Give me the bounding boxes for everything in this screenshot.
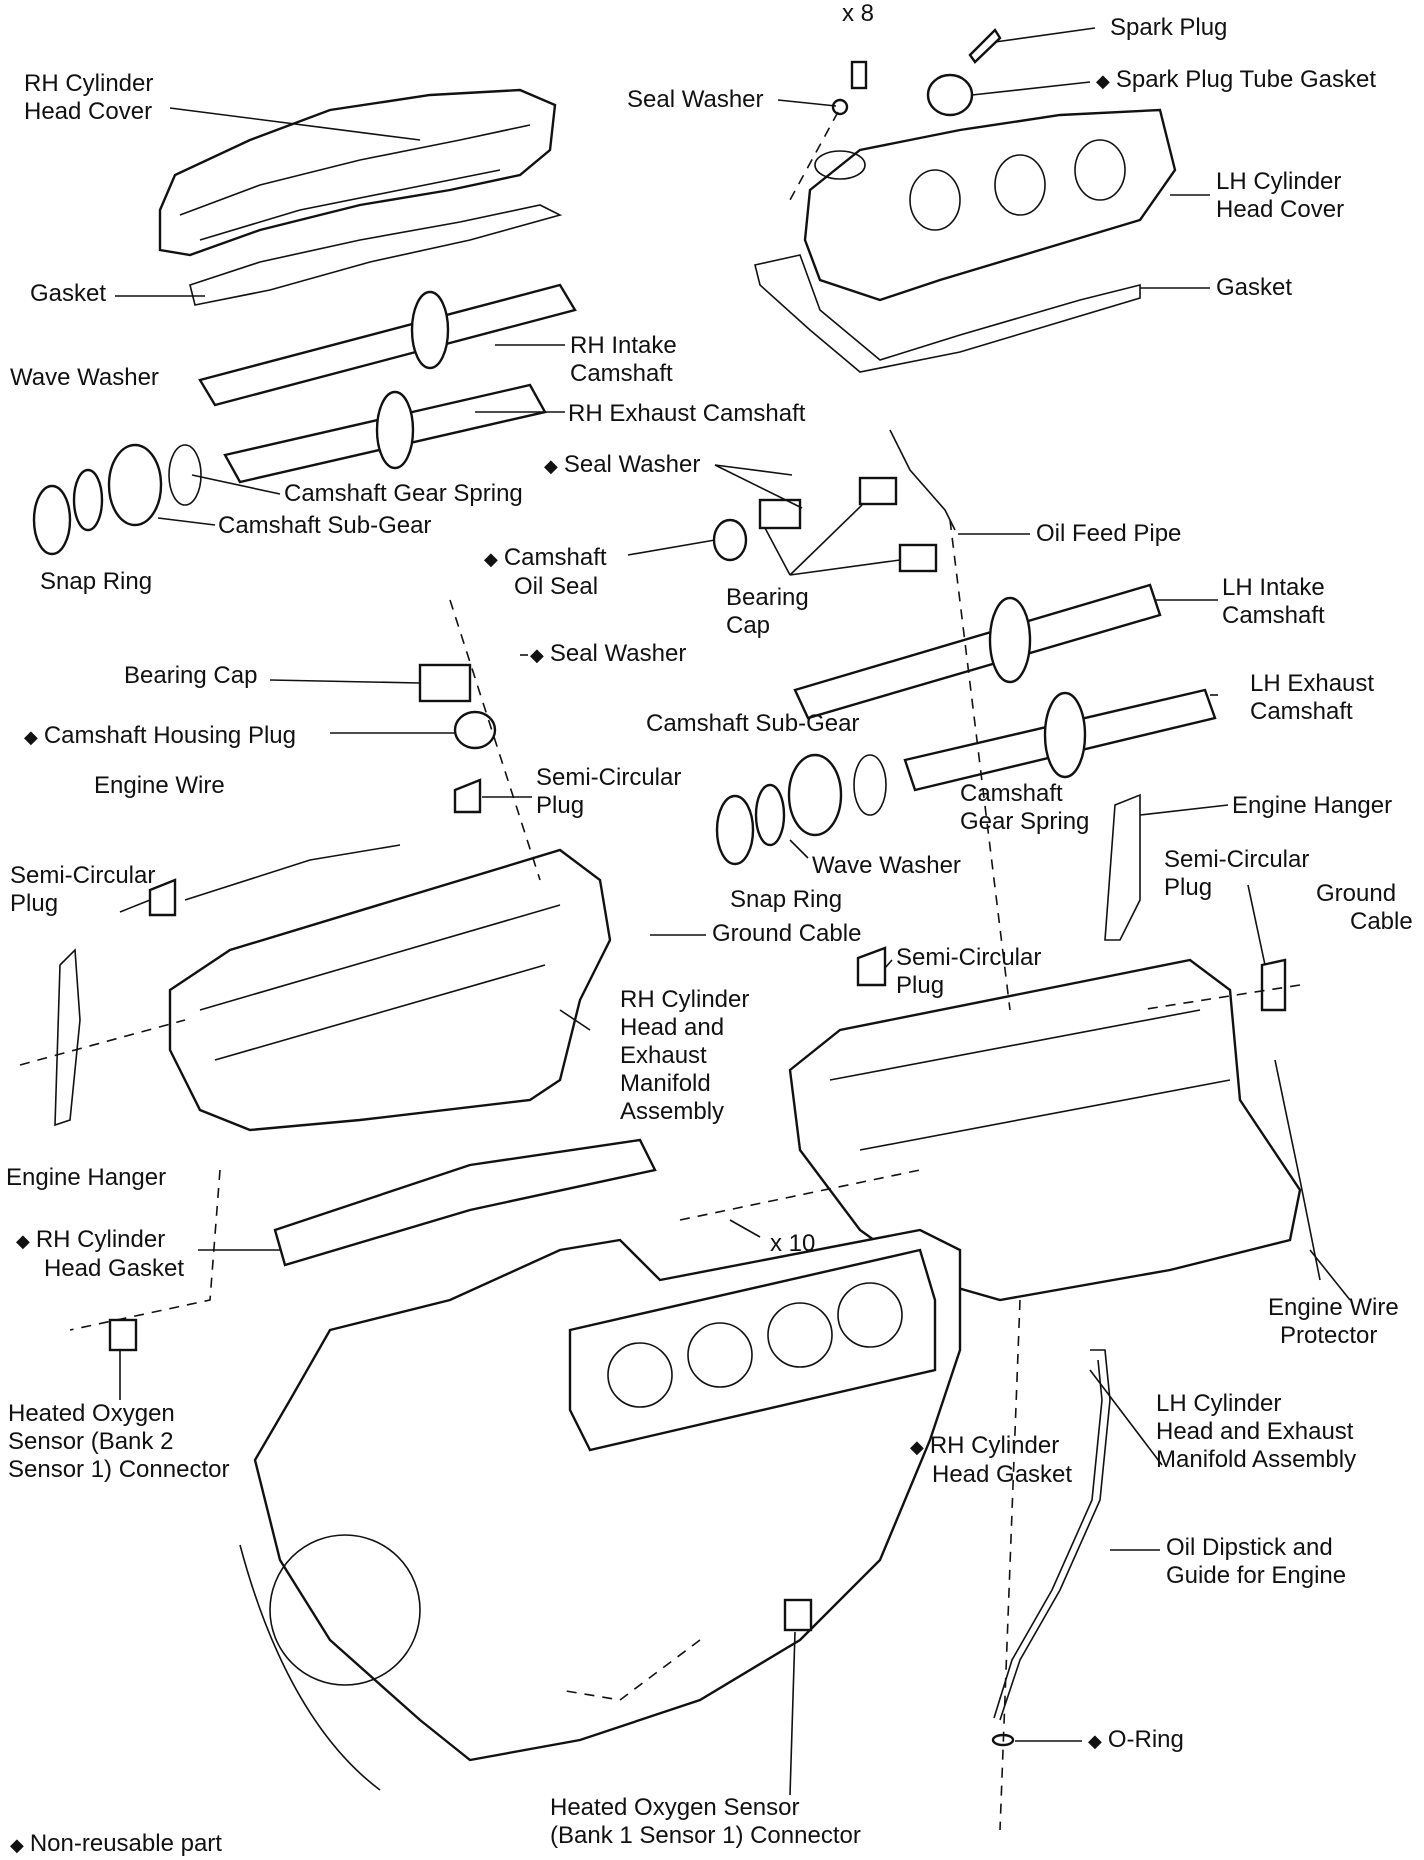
legend-non-reusable-part: ◆Non-reusable part: [10, 1830, 222, 1857]
lh-cylinder-head-cover: [803, 108, 1177, 302]
label-gasket-left: Gasket: [30, 280, 107, 307]
label-o-ring: ◆O-Ring: [1088, 1726, 1184, 1753]
label-wave-washer-left: Wave Washer: [10, 364, 159, 391]
label-camshaft-housing-plug: ◆Camshaft Housing Plug: [24, 722, 296, 749]
camshaft-sub-gear-right-drawing: [787, 753, 843, 837]
label-snap-ring-left: Snap Ring: [40, 568, 153, 595]
spark-plug-drawing: [968, 28, 1002, 64]
label-gasket-right: Gasket: [1216, 274, 1293, 301]
oil-dipstick-drawing: [999, 1349, 1111, 1721]
label-seal-washer-low: ◆Seal Washer: [530, 640, 687, 667]
engine-wire-drawing: [184, 844, 401, 901]
semi-circular-plug-d-drawing: [856, 946, 887, 987]
label-x10: x 10: [770, 1230, 816, 1257]
label-seal-washer-top: Seal Washer: [627, 86, 764, 113]
label-wave-washer-right: Wave Washer: [812, 852, 961, 879]
rh-intake-cam-gear: [410, 290, 450, 370]
lh-cylinder-head: [788, 958, 1302, 1302]
engine-pulley: [269, 1534, 421, 1686]
camshaft-sub-gear-left-drawing: [107, 443, 163, 527]
label-heated-o2-bank1: Heated Oxygen Sensor(Bank 1 Sensor 1) Co…: [550, 1794, 861, 1849]
lh-intake-camshaft: [793, 583, 1162, 720]
wave-washer-right-drawing: [754, 783, 786, 847]
camshaft-housing-plug-drawing: [453, 710, 497, 750]
bearing-cap-left-drawing: [418, 663, 472, 703]
label-seal-washer-mid: ◆Seal Washer: [544, 451, 701, 478]
heated-o2-bank1-connector-drawing: [783, 1598, 813, 1632]
camshaft-oil-seal-cap: [758, 498, 802, 530]
rh-cylinder-head-cover: [158, 88, 557, 257]
label-ground-cable-mid: Ground Cable: [712, 920, 862, 947]
oil-feed-pipe-drawing: [889, 429, 956, 531]
engine-wire-protector-drawing: [1274, 1059, 1321, 1281]
label-spark-plug: Spark Plug: [1110, 14, 1228, 41]
label-engine-hanger-right: Engine Hanger: [1232, 792, 1393, 819]
snap-ring-left-drawing: [32, 484, 72, 556]
semi-circular-plug-a-drawing: [453, 778, 482, 814]
semi-circular-plug-c-drawing: [148, 878, 177, 917]
engine-hanger-right-drawing: [1104, 793, 1141, 941]
rh-cylinder-head-gasket-right: [568, 1248, 937, 1452]
label-bearing-cap-left: Bearing Cap: [124, 662, 258, 689]
label-spark-plug-tube-gasket: ◆Spark Plug Tube Gasket: [1096, 66, 1376, 93]
semi-circular-plug-b-drawing: [1260, 958, 1287, 1012]
rh-exhaust-cam-gear: [375, 390, 415, 470]
spark-plug-tube-gasket-drawing: [926, 73, 974, 117]
snap-ring-right-drawing: [715, 794, 755, 866]
rh-cylinder-head-gasket-left: [273, 1138, 657, 1267]
heated-o2-bank2-connector-drawing: [108, 1318, 138, 1352]
legend-diamond-icon: ◆: [10, 1835, 24, 1855]
seal-washer-top-drawing: [831, 98, 849, 116]
engine-hanger-left-drawing: [54, 948, 81, 1127]
label-oil-feed-pipe: Oil Feed Pipe: [1036, 520, 1182, 547]
label-engine-wire: Engine Wire: [94, 772, 225, 799]
label-camshaft-gear-spring-left: Camshaft Gear Spring: [284, 480, 523, 507]
camshaft-gear-spring-left-drawing: [168, 444, 202, 506]
label-engine-hanger-left: Engine Hanger: [6, 1164, 167, 1191]
wave-washer-left-drawing: [72, 468, 104, 532]
lh-cover-gasket: [754, 254, 1141, 373]
label-camshaft-sub-gear-left: Camshaft Sub-Gear: [218, 512, 432, 539]
rh-cylinder-head: [168, 848, 612, 1132]
label-snap-ring-right: Snap Ring: [730, 886, 843, 913]
rh-cover-gasket: [189, 204, 563, 306]
camshaft-oil-seal-drawing: [712, 518, 748, 562]
cover-bolt-drawing: [850, 60, 868, 90]
label-x8: x 8: [842, 0, 875, 27]
camshaft-gear-spring-right-drawing: [853, 754, 887, 816]
label-rh-exhaust-camshaft: RH Exhaust Camshaft: [568, 400, 806, 427]
label-camshaft-sub-gear-right: Camshaft Sub-Gear: [646, 710, 860, 737]
